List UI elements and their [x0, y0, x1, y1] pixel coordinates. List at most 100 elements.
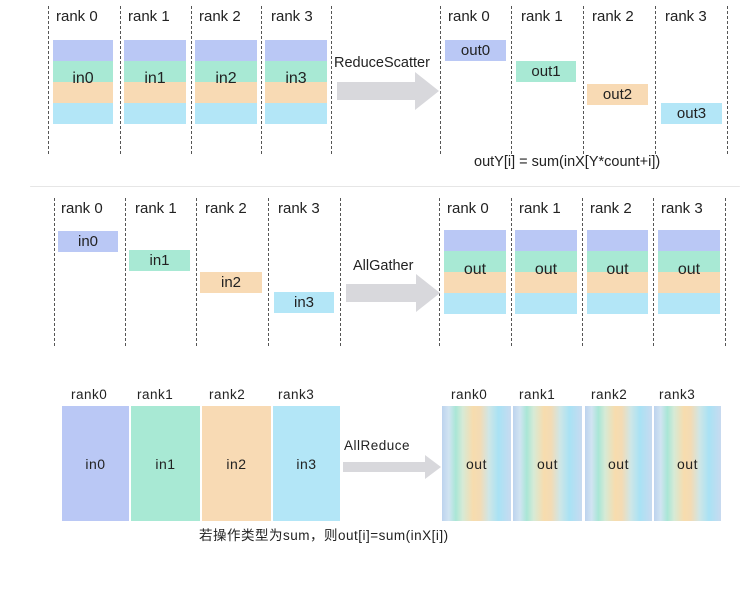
segment-cyan	[195, 103, 257, 124]
segment-blue	[53, 40, 113, 61]
segment-green	[515, 251, 577, 272]
rank-label: rank0	[451, 387, 488, 402]
segment-orange	[265, 82, 327, 103]
output-block: out1	[516, 61, 576, 82]
divider	[196, 198, 197, 346]
op-label: AllGather	[353, 258, 414, 274]
rank-label: rank3	[278, 387, 315, 402]
input-block: in3	[274, 292, 334, 313]
input-block: in0	[58, 231, 118, 252]
rank-label: rank 1	[521, 8, 563, 25]
output-label: out	[534, 261, 558, 278]
section-separator	[30, 186, 740, 187]
rank-label: rank1	[519, 387, 556, 402]
segment-orange	[195, 82, 257, 103]
segment-cyan	[265, 103, 327, 124]
segment-green	[195, 61, 257, 82]
output-column: out	[654, 406, 721, 521]
segment-orange	[515, 272, 577, 293]
divider	[439, 198, 440, 346]
formula: 若操作类型为sum，则out[i]=sum(inX[i])	[199, 528, 449, 543]
segment-orange	[587, 272, 648, 293]
rank-label: rank 3	[665, 8, 707, 25]
segment-green	[444, 251, 506, 272]
segment-cyan	[444, 293, 506, 314]
output-label: out	[463, 261, 487, 278]
output-block: out3	[661, 103, 722, 124]
divider	[727, 6, 728, 154]
output-column: out	[585, 406, 652, 521]
op-label: AllReduce	[344, 438, 411, 453]
output-column: out	[442, 406, 511, 521]
segment-blue	[587, 230, 648, 251]
input-column: in2	[202, 406, 271, 521]
rank-label: rank 1	[519, 200, 561, 217]
rank-label: rank 2	[205, 200, 247, 217]
input-label: in0	[72, 70, 94, 87]
rank-label: rank 0	[448, 8, 490, 25]
segment-blue	[195, 40, 257, 61]
rank-label: rank 3	[271, 8, 313, 25]
divider	[191, 6, 192, 154]
divider	[125, 198, 126, 346]
segment-blue	[658, 230, 720, 251]
segment-blue	[515, 230, 577, 251]
divider	[655, 6, 656, 154]
input-column: in0	[62, 406, 129, 521]
divider	[340, 198, 341, 346]
input-label: in1	[144, 70, 166, 87]
segment-orange	[124, 82, 186, 103]
rank-label: rank 2	[199, 8, 241, 25]
right-arrow-icon	[346, 274, 440, 312]
rank-label: rank 2	[592, 8, 634, 25]
rank-label: rank 2	[590, 200, 632, 217]
output-column: out	[513, 406, 582, 521]
rank-label: rank2	[591, 387, 628, 402]
rank-label: rank2	[209, 387, 246, 402]
rank-label: rank 3	[278, 200, 320, 217]
right-arrow-icon	[343, 455, 441, 479]
rank-label: rank 0	[447, 200, 489, 217]
segment-green	[124, 61, 186, 82]
divider	[583, 6, 584, 154]
segment-blue	[124, 40, 186, 61]
segment-green	[587, 251, 648, 272]
rank-label: rank 1	[135, 200, 177, 217]
divider	[440, 6, 441, 154]
rank-label: rank 0	[61, 200, 103, 217]
segment-orange	[53, 82, 113, 103]
divider	[582, 198, 583, 346]
divider	[331, 6, 332, 154]
input-label: in2	[215, 70, 237, 87]
divider	[511, 198, 512, 346]
segment-cyan	[587, 293, 648, 314]
divider	[54, 198, 55, 346]
segment-cyan	[515, 293, 577, 314]
input-column: in3	[273, 406, 340, 521]
divider	[511, 6, 512, 154]
input-block: in1	[129, 250, 190, 271]
output-label: out	[606, 261, 629, 278]
divider	[725, 198, 726, 346]
segment-cyan	[124, 103, 186, 124]
segment-orange	[444, 272, 506, 293]
segment-cyan	[53, 103, 113, 124]
divider	[48, 6, 49, 154]
rank-label: rank 0	[56, 8, 98, 25]
segment-green	[265, 61, 327, 82]
rank-label: rank 1	[128, 8, 170, 25]
formula: outY[i] = sum(inX[Y*count+i])	[474, 154, 661, 170]
rank-label: rank0	[71, 387, 108, 402]
segment-green	[53, 61, 113, 82]
divider	[261, 6, 262, 154]
segment-orange	[658, 272, 720, 293]
input-label: in3	[285, 70, 307, 87]
right-arrow-icon	[337, 72, 439, 110]
divider	[268, 198, 269, 346]
rank-label: rank 3	[661, 200, 703, 217]
segment-blue	[265, 40, 327, 61]
rank-label: rank1	[137, 387, 174, 402]
op-label: ReduceScatter	[334, 55, 430, 71]
rank-label: rank3	[659, 387, 696, 402]
